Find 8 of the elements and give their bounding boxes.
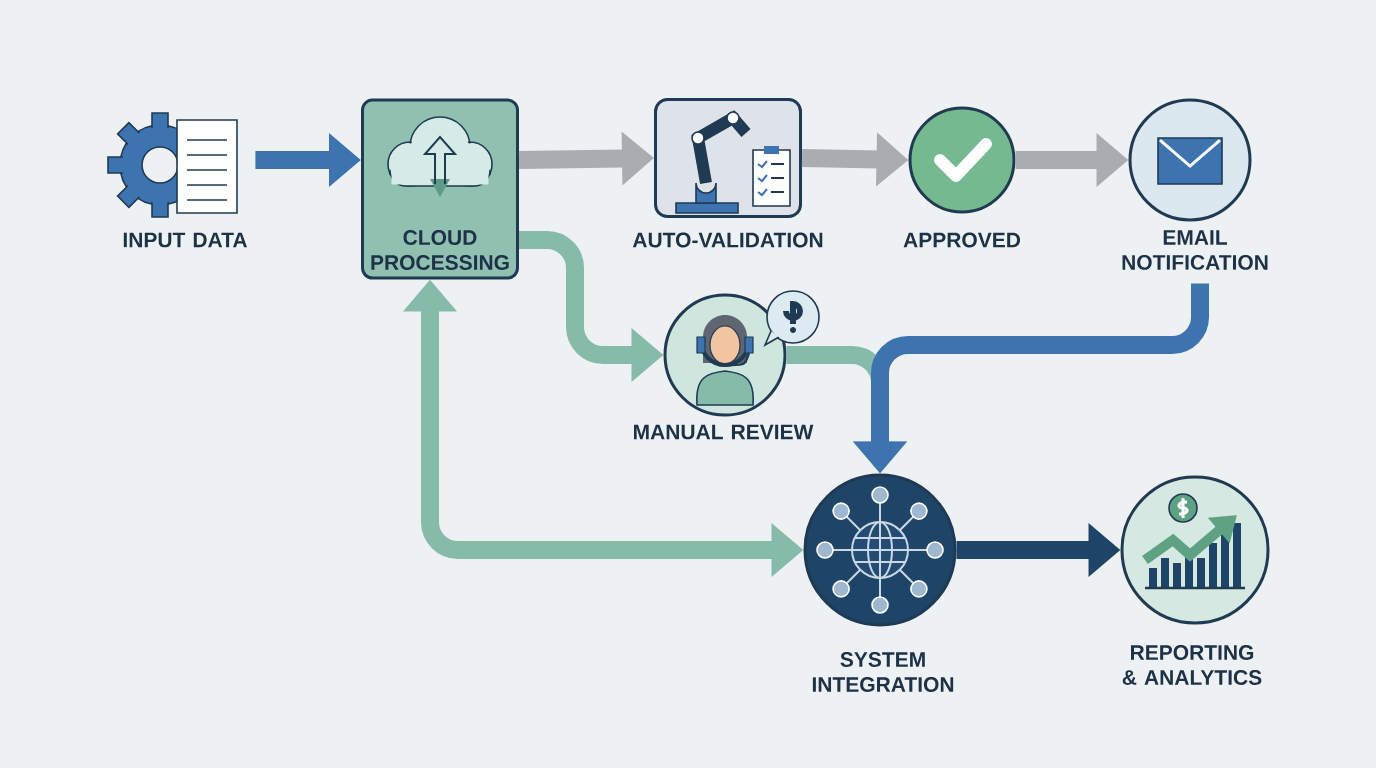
node-label: SYSTEM INTEGRATION [812, 652, 954, 692]
node-label: EMAIL NOTIFICATION [1122, 230, 1268, 270]
node-label: APPROVED [903, 232, 1021, 248]
node-label: AUTO-VALIDATION [632, 232, 823, 248]
node-label: INPUT DATA [123, 232, 248, 248]
node-label: MANUAL REVIEW [634, 424, 814, 440]
node-label: REPORTING & ANALYTICS [1122, 645, 1262, 685]
node-label: CLOUD PROCESSING [371, 230, 509, 270]
